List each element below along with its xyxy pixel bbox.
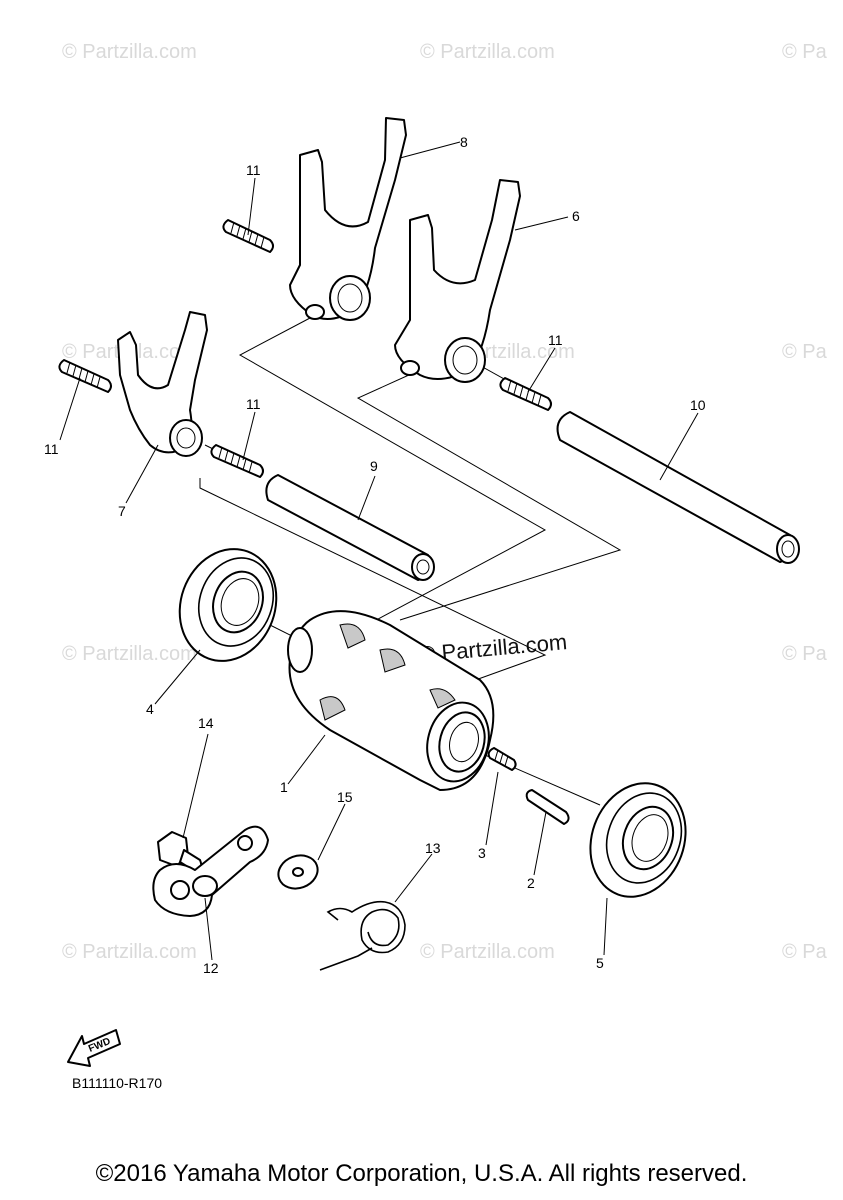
shift-fork-shaft-9 [265, 474, 435, 581]
callout-6: 6 [572, 208, 580, 224]
fwd-arrow: FWD [67, 1029, 121, 1067]
shift-drum-1 [287, 610, 495, 791]
watermark: © Pa [782, 41, 828, 63]
shift-fork-6 [394, 179, 521, 383]
shift-fork-8 [289, 117, 407, 321]
callout-7: 7 [118, 503, 126, 519]
callout-11: 11 [44, 441, 59, 457]
bearing-4 [178, 548, 278, 662]
spring-pin-11d [499, 377, 552, 411]
copyright-notice: ©2016 Yamaha Motor Corporation, U.S.A. A… [95, 1160, 748, 1187]
reference-code: B111110-R170 [72, 1075, 162, 1091]
callout-3: 3 [478, 845, 486, 861]
callout-8: 8 [460, 134, 468, 150]
spring-3 [487, 747, 517, 771]
callout-4: 4 [146, 701, 154, 717]
leader-lines [59, 141, 699, 961]
spring-pin-11c [210, 444, 264, 478]
callout-10: 10 [690, 397, 706, 413]
bolt-14 [157, 831, 203, 873]
callout-15: 15 [337, 789, 353, 805]
washer-15 [277, 854, 319, 890]
watermark: © Partzilla.com [420, 41, 555, 63]
callout-13: 13 [425, 840, 441, 856]
callouts: 8 6 11 11 11 11 10 9 7 4 1 14 15 13 3 2 … [44, 134, 706, 976]
fwd-arrow-icon [67, 1029, 121, 1067]
watermark: © Pa [782, 341, 828, 363]
spring-pin-11a [222, 219, 274, 253]
bearing-5 [589, 782, 687, 898]
dowel-pin-2 [525, 789, 570, 825]
callout-11: 11 [246, 162, 261, 178]
watermark: © Pa [782, 643, 828, 665]
callout-9: 9 [370, 458, 378, 474]
watermark: © Partzilla.com [62, 941, 197, 963]
watermark: © Partzilla.com [420, 941, 555, 963]
watermark: © Partzilla.com [62, 643, 197, 665]
shift-fork-7 [117, 311, 208, 457]
callout-11: 11 [548, 332, 563, 348]
torsion-spring-13 [319, 900, 406, 971]
callout-2: 2 [527, 875, 535, 891]
callout-5: 5 [596, 955, 604, 971]
spring-pin-11b [58, 359, 112, 393]
watermark: © Partzilla.com [62, 41, 197, 63]
shift-fork-shaft-10 [556, 411, 800, 564]
callout-12: 12 [203, 960, 219, 976]
callout-1: 1 [280, 779, 288, 795]
callout-11: 11 [246, 396, 261, 412]
stopper-lever-12 [152, 825, 269, 917]
callout-14: 14 [198, 715, 214, 731]
watermark: © Pa [782, 941, 828, 963]
